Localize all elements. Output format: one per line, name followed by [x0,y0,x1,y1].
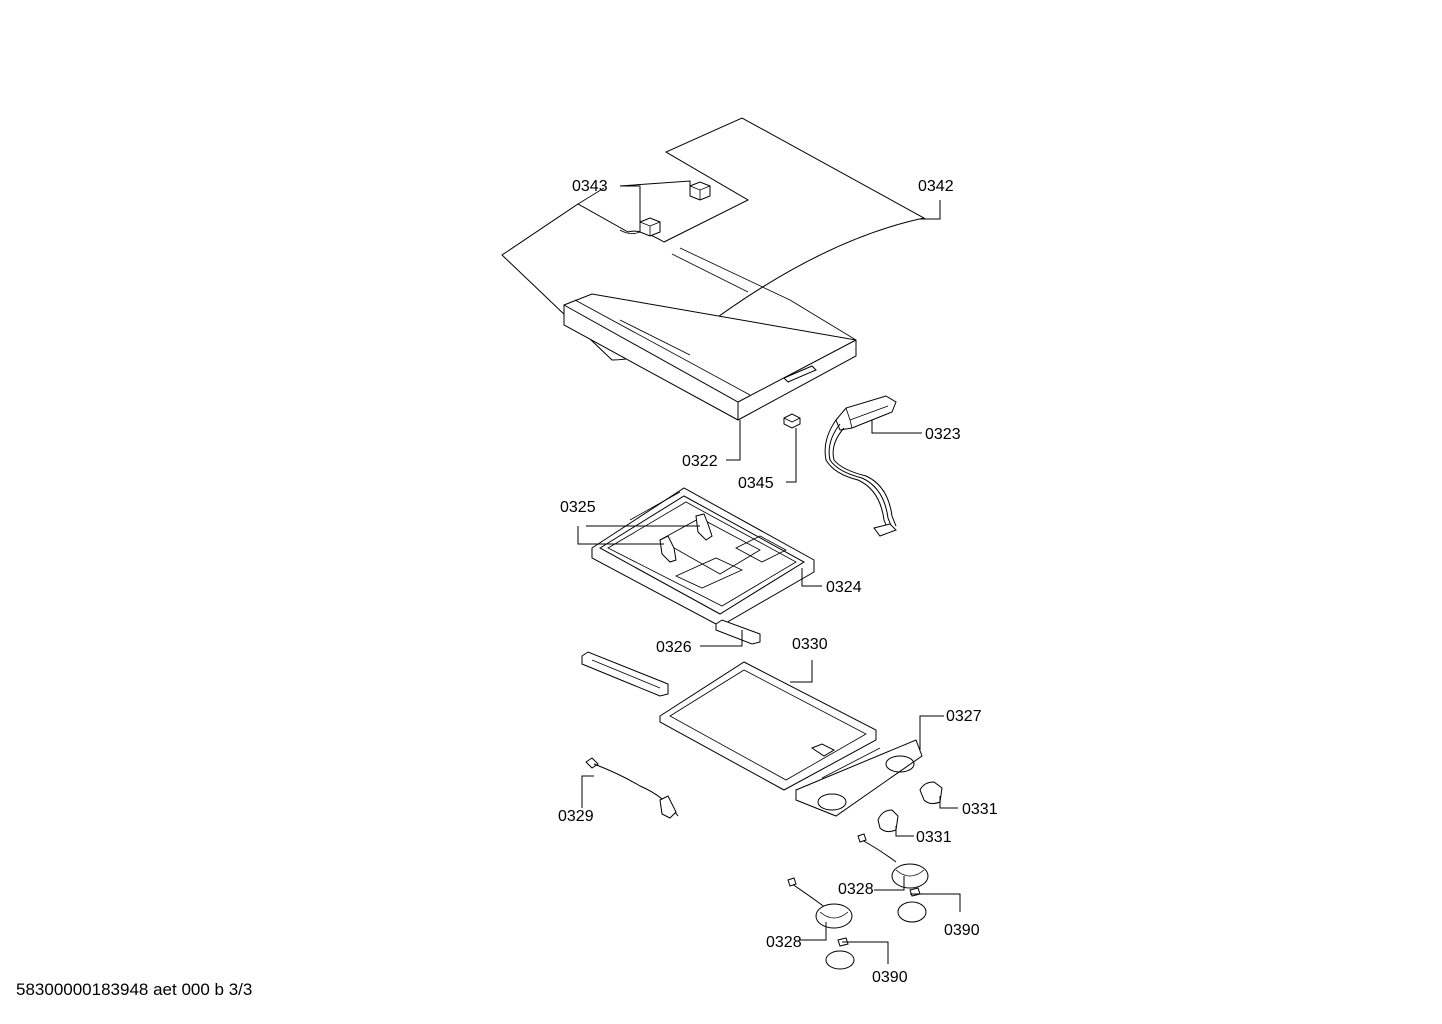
label-0328-left: 0328 [766,934,802,951]
label-0326: 0326 [656,639,692,656]
part-0324-frame [591,487,815,625]
part-0345-clip [783,413,801,429]
label-0331-right: 0331 [962,801,998,818]
label-0390-left: 0390 [872,969,908,986]
label-0330: 0330 [792,636,828,653]
label-0342: 0342 [918,178,954,195]
leader-lines [577,180,961,964]
part-0328-lamp-right [857,833,929,889]
part-0328-lamp-left [787,877,853,929]
part-0330-filter [659,661,877,791]
part-0322-housing [563,247,857,421]
part-0331-holder-right [919,781,943,805]
label-0323: 0323 [925,426,961,443]
label-0327: 0327 [946,708,982,725]
label-0328-right: 0328 [838,881,874,898]
part-0326-rail-lower [581,651,669,697]
part-0325-hooks [659,513,713,563]
part-0329-wire [585,757,679,819]
label-0324: 0324 [826,579,862,596]
part-0343-clips [639,181,711,237]
part-labels: 0342 0343 0322 0345 0323 0325 0324 0326 … [558,178,998,986]
label-0345: 0345 [738,475,774,492]
part-0331-holder-left [877,809,899,833]
label-0329: 0329 [558,808,594,825]
part-0390-ring-left [825,937,855,970]
label-0390-right: 0390 [944,922,980,939]
label-0331-left: 0331 [916,829,952,846]
part-0323-control-module [824,395,897,537]
part-0326-rail-upper [715,619,761,645]
label-0343: 0343 [572,178,608,195]
label-0325: 0325 [560,499,596,516]
part-0327-lamp-plate [795,739,923,817]
label-0322: 0322 [682,453,718,470]
document-id-footer: 58300000183948 aet 000 b 3/3 [16,980,253,999]
part-0390-ring-right [897,887,927,923]
